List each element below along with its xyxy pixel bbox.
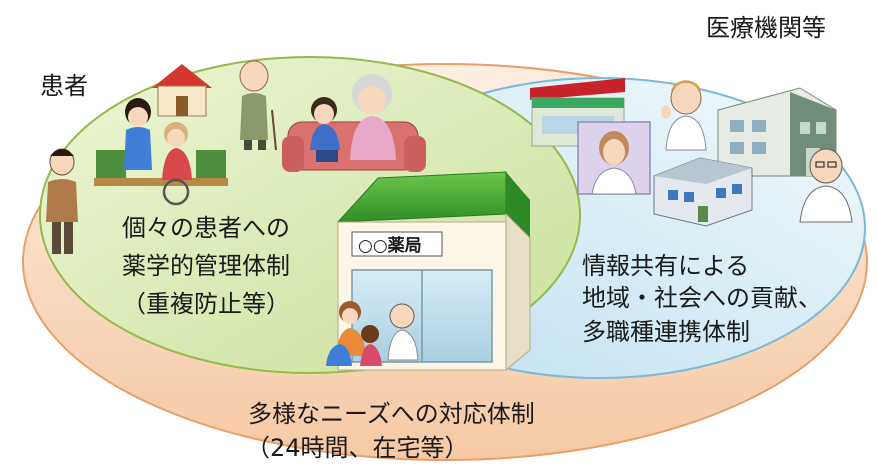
pharmacy-visitors-illustration xyxy=(326,301,419,366)
info-line-2: 地域・社会への貢献、 xyxy=(582,284,822,312)
patient-label: 患者 xyxy=(40,72,88,100)
caregiver-wheelchair-illustration xyxy=(94,98,228,206)
doctor-glasses-illustration xyxy=(799,148,853,223)
female-doctor-illustration xyxy=(577,121,651,195)
patient-care-text: 個々の患者への 薬学的管理体制 （重複防止等） xyxy=(122,214,290,318)
info-line-1: 情報共有による xyxy=(582,252,749,280)
male-doctor-illustration xyxy=(661,80,707,151)
pharmacy-building xyxy=(336,171,531,372)
patient-care-line-1: 個々の患者への xyxy=(122,214,290,242)
patient-care-line-2: 薬学的管理体制 xyxy=(122,252,290,280)
elderly-man-illustration xyxy=(239,60,277,151)
patient-care-line-3: （重複防止等） xyxy=(122,290,290,318)
small-clinic-illustration xyxy=(653,157,753,227)
info-line-3: 多職種連携体制 xyxy=(582,318,750,346)
info-sharing-text: 情報共有による 地域・社会への貢献、 多職種連携体制 xyxy=(582,252,822,346)
needs-line-1: 多様なニーズへの対応体制 xyxy=(248,400,535,428)
pharmacy-sign-label: ○○薬局 xyxy=(358,236,422,256)
family-sofa-illustration xyxy=(282,74,426,172)
standing-man-illustration xyxy=(46,148,78,254)
needs-line-2: （24時間、在宅等） xyxy=(246,434,469,462)
medical-institutions-label: 医療機関等 xyxy=(706,14,826,42)
house-illustration xyxy=(152,64,212,117)
diverse-needs-text: 多様なニーズへの対応体制 （24時間、在宅等） xyxy=(246,400,535,462)
